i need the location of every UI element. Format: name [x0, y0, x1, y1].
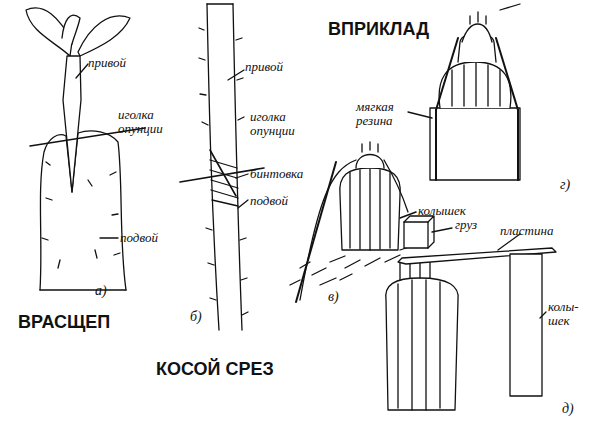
part-label: привой	[88, 56, 148, 70]
part-label: колы- шек	[548, 300, 584, 327]
stake-graft-drawing	[290, 142, 416, 302]
part-label: подвой	[250, 194, 310, 208]
method-title: ВРАСЩЕП	[18, 313, 168, 332]
figure-letter: д)	[562, 402, 592, 417]
part-label: груз	[455, 218, 505, 232]
part-label: привой	[245, 60, 305, 74]
weight-graft-drawing	[386, 216, 556, 410]
method-title: ВПРИКЛАД	[328, 20, 468, 39]
part-label: мягкая резина	[356, 100, 412, 127]
figure-letter: в)	[328, 290, 358, 305]
part-label: колышек	[418, 204, 488, 218]
method-title: КОСОЙ СРЕЗ	[156, 360, 356, 379]
figure-letter: б)	[190, 310, 220, 325]
figure-letter: а)	[95, 284, 125, 299]
part-label: пластина	[500, 224, 570, 238]
part-label: бинтовка	[250, 167, 320, 181]
cleft-graft-drawing	[26, 8, 145, 290]
part-label: иголка опунции	[250, 110, 314, 137]
figure-letter: г)	[560, 178, 590, 193]
part-label: иголка опунции	[118, 108, 182, 135]
part-label: подвой	[120, 231, 180, 245]
